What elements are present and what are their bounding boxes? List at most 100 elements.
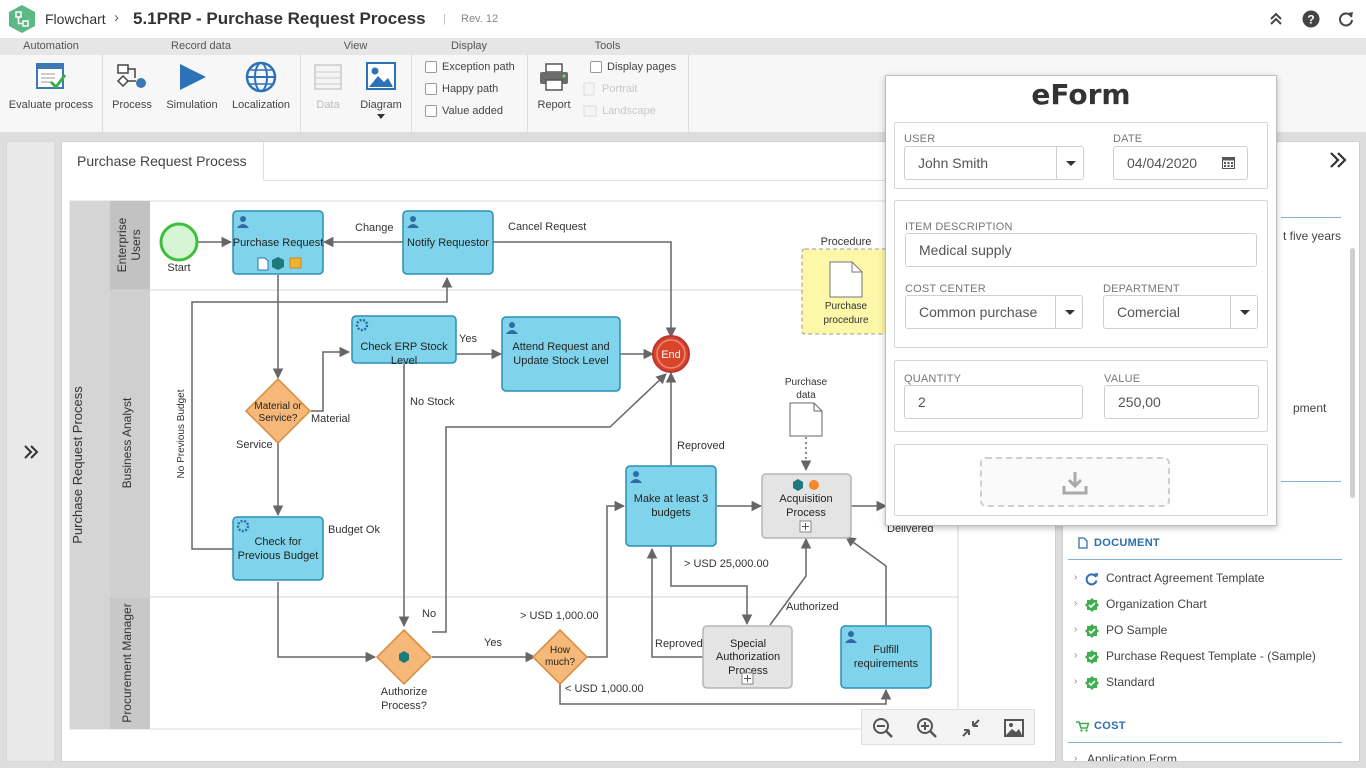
cost-center-select[interactable]: Common purchase xyxy=(905,295,1083,329)
lane-label-users: Users xyxy=(129,229,143,260)
chevron-right-icon: › xyxy=(1074,753,1078,762)
label-reproved-1: Reproved xyxy=(677,440,725,452)
label-yes-2: Yes xyxy=(484,637,502,649)
label-material: Material xyxy=(311,413,350,425)
user-label: USER xyxy=(904,133,936,145)
end-label: End xyxy=(661,349,681,361)
partial-text-equipment: pment xyxy=(1293,401,1327,415)
diagram-dropdown-icon[interactable] xyxy=(377,114,385,120)
title-divider: | xyxy=(443,13,446,25)
label-no-stock: No Stock xyxy=(410,396,455,408)
fit-screen-icon[interactable] xyxy=(960,717,982,739)
process-diagram[interactable]: Purchase Request Process Enterprise User… xyxy=(62,182,1052,760)
collapse-up-icon[interactable] xyxy=(1266,9,1286,29)
left-panel-collapsed[interactable] xyxy=(6,141,55,762)
subprocess-acquisition: Acquisition Process xyxy=(761,473,852,539)
breadcrumb-separator: › xyxy=(114,9,119,26)
data-icon xyxy=(314,64,342,90)
svg-text:procedure: procedure xyxy=(823,315,868,326)
localization-button[interactable]: Localization xyxy=(228,59,294,111)
date-label: DATE xyxy=(1113,133,1143,145)
task-notify-requestor: Notify Requestor xyxy=(402,210,494,275)
label-gt-25000: > USD 25,000.00 xyxy=(684,558,769,570)
value-input[interactable]: 250,00 xyxy=(1104,385,1259,419)
start-event xyxy=(159,222,199,262)
document-section-title: DOCUMENT xyxy=(1094,537,1160,549)
svg-text:Fulfill: Fulfill xyxy=(873,644,899,656)
process-button[interactable]: Process xyxy=(108,59,156,111)
item-description-label: ITEM DESCRIPTION xyxy=(905,221,1013,233)
localization-label: Localization xyxy=(231,99,291,111)
report-button[interactable]: Report xyxy=(532,59,576,111)
department-label: DEPARTMENT xyxy=(1103,283,1180,295)
upload-dropzone[interactable] xyxy=(980,457,1170,507)
pool-label: Purchase Request Process xyxy=(70,386,85,544)
svg-text:Special: Special xyxy=(730,638,766,650)
pool-header xyxy=(70,201,110,729)
label-cancel-request: Cancel Request xyxy=(508,221,586,233)
chevron-right-icon: › xyxy=(1074,624,1078,635)
calendar-icon[interactable] xyxy=(1222,156,1235,169)
right-panel-scrollbar[interactable] xyxy=(1350,248,1355,498)
app-name[interactable]: Flowchart xyxy=(45,11,106,27)
svg-text:Previous Budget: Previous Budget xyxy=(238,550,319,562)
user-task-icon xyxy=(630,471,642,483)
approved-icon xyxy=(1085,598,1099,612)
evaluate-process-label: Evaluate process xyxy=(8,99,94,111)
ribbon-group-bar: Automation Record data View Display Tool… xyxy=(0,38,1366,55)
svg-text:Material or: Material or xyxy=(254,401,302,412)
cost-center-label: COST CENTER xyxy=(905,283,986,295)
procedure-annotation: Procedure Purchase procedure xyxy=(801,236,891,335)
eform-section-amount: QUANTITY 2 VALUE 250,00 xyxy=(894,360,1268,432)
data-button: Data xyxy=(306,59,350,111)
automation-icon xyxy=(399,651,409,663)
simulation-label: Simulation xyxy=(166,99,218,111)
item-description-input[interactable]: Medical supply xyxy=(905,233,1257,267)
label-yes-1: Yes xyxy=(459,333,477,345)
process-icon xyxy=(116,64,146,88)
task-make-budgets: Make at least 3 budgets xyxy=(625,465,717,547)
zoom-out-icon[interactable] xyxy=(872,717,894,739)
approved-icon xyxy=(1085,624,1099,638)
form-icon xyxy=(289,257,302,269)
svg-text:Process: Process xyxy=(728,665,768,677)
department-select[interactable]: Comercial xyxy=(1103,295,1258,329)
refresh-icon[interactable] xyxy=(1336,9,1356,29)
quantity-input[interactable]: 2 xyxy=(904,385,1083,419)
evaluate-process-button[interactable]: Evaluate process xyxy=(4,59,98,111)
zoom-in-icon[interactable] xyxy=(916,717,938,739)
label-reproved-2: Reproved xyxy=(655,638,703,650)
service-task-gear-icon xyxy=(355,318,369,332)
user-select[interactable]: John Smith xyxy=(904,146,1084,180)
lane-label-business-analyst: Business Analyst xyxy=(120,397,134,488)
simulation-button[interactable]: Simulation xyxy=(162,59,222,111)
globe-icon xyxy=(245,61,277,93)
task-check-erp-stock-level: Check ERP Stock Level xyxy=(351,315,457,367)
export-image-icon[interactable] xyxy=(1003,717,1025,739)
gateway-authorize-process: Authorize Process? xyxy=(375,628,433,712)
tab-purchase-request-process[interactable]: Purchase Request Process xyxy=(62,142,264,181)
automation-icon xyxy=(272,257,284,270)
collapse-panel-icon[interactable] xyxy=(1326,148,1350,172)
expand-right-icon[interactable] xyxy=(21,442,41,462)
subprocess-special-authorization: Special Authorization Process xyxy=(702,625,793,689)
refresh-icon xyxy=(1085,573,1098,586)
document-icon xyxy=(257,257,269,271)
date-field[interactable]: 04/04/2020 xyxy=(1113,146,1248,180)
purchase-data-object: Purchase data xyxy=(785,377,828,437)
label-change: Change xyxy=(355,222,394,234)
svg-text:Process: Process xyxy=(786,507,826,519)
svg-text:?: ? xyxy=(1307,13,1314,27)
diagram-button[interactable]: Diagram xyxy=(355,59,407,111)
document-title: 5.1PRP - Purchase Request Process xyxy=(133,9,426,28)
help-icon[interactable]: ? xyxy=(1301,9,1321,29)
svg-text:Level: Level xyxy=(391,355,417,367)
cost-section-title: COST xyxy=(1094,720,1126,732)
user-task-icon xyxy=(407,216,419,228)
label-lt-1000: < USD 1,000.00 xyxy=(565,683,644,695)
expand-subprocess-icon xyxy=(799,520,812,533)
svg-text:Check for: Check for xyxy=(254,536,301,548)
automation-icon xyxy=(793,479,803,491)
svg-text:Update Stock Level: Update Stock Level xyxy=(513,355,608,367)
svg-text:Procedure: Procedure xyxy=(821,236,872,248)
